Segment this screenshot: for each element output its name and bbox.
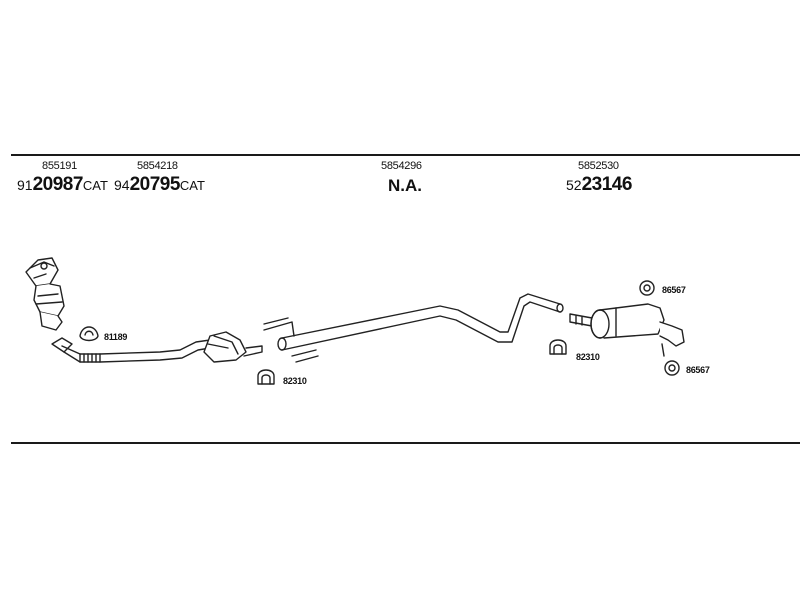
manifold-catalytic-converter bbox=[25, 257, 65, 331]
article-suffix-2: CAT bbox=[179, 178, 205, 193]
clamp-middle-icon bbox=[257, 369, 275, 385]
gasket-icon bbox=[79, 326, 99, 342]
label-mount-bottom: 86567 bbox=[686, 365, 710, 375]
article-number-4: 5223146 bbox=[566, 174, 632, 196]
oe-number-4: 5852530 bbox=[578, 160, 619, 172]
article-main-4: 23146 bbox=[581, 174, 633, 195]
article-number-1: 9120987CAT bbox=[17, 174, 108, 196]
article-suffix-1: CAT bbox=[82, 178, 108, 193]
hanger-bracket bbox=[263, 317, 295, 337]
center-catalytic-converter bbox=[203, 331, 263, 363]
rubber-mount-bottom-icon bbox=[664, 360, 680, 376]
rear-silencer bbox=[569, 303, 685, 347]
label-clamp-rear: 82310 bbox=[576, 352, 600, 362]
clamp-rear-icon bbox=[549, 339, 567, 355]
oe-number-3: 5854296 bbox=[381, 160, 422, 172]
article-main-1: 20987 bbox=[32, 174, 84, 195]
label-clamp-middle: 82310 bbox=[283, 376, 307, 386]
oe-number-2: 5854218 bbox=[137, 160, 178, 172]
article-main-2: 20795 bbox=[129, 174, 181, 195]
label-mount-top: 86567 bbox=[662, 285, 686, 295]
article-prefix-2: 94 bbox=[114, 177, 130, 193]
rubber-mount-top-icon bbox=[639, 280, 655, 296]
bottom-divider bbox=[11, 442, 800, 444]
oe-number-1: 855191 bbox=[42, 160, 77, 172]
article-number-2: 9420795CAT bbox=[114, 174, 205, 196]
front-pipe bbox=[51, 337, 211, 363]
top-divider bbox=[11, 154, 800, 156]
label-gasket: 81189 bbox=[104, 332, 128, 342]
article-prefix-4: 52 bbox=[566, 177, 582, 193]
middle-pipe bbox=[277, 293, 564, 351]
article-prefix-1: 91 bbox=[17, 177, 33, 193]
article-na: N.A. bbox=[388, 176, 422, 195]
